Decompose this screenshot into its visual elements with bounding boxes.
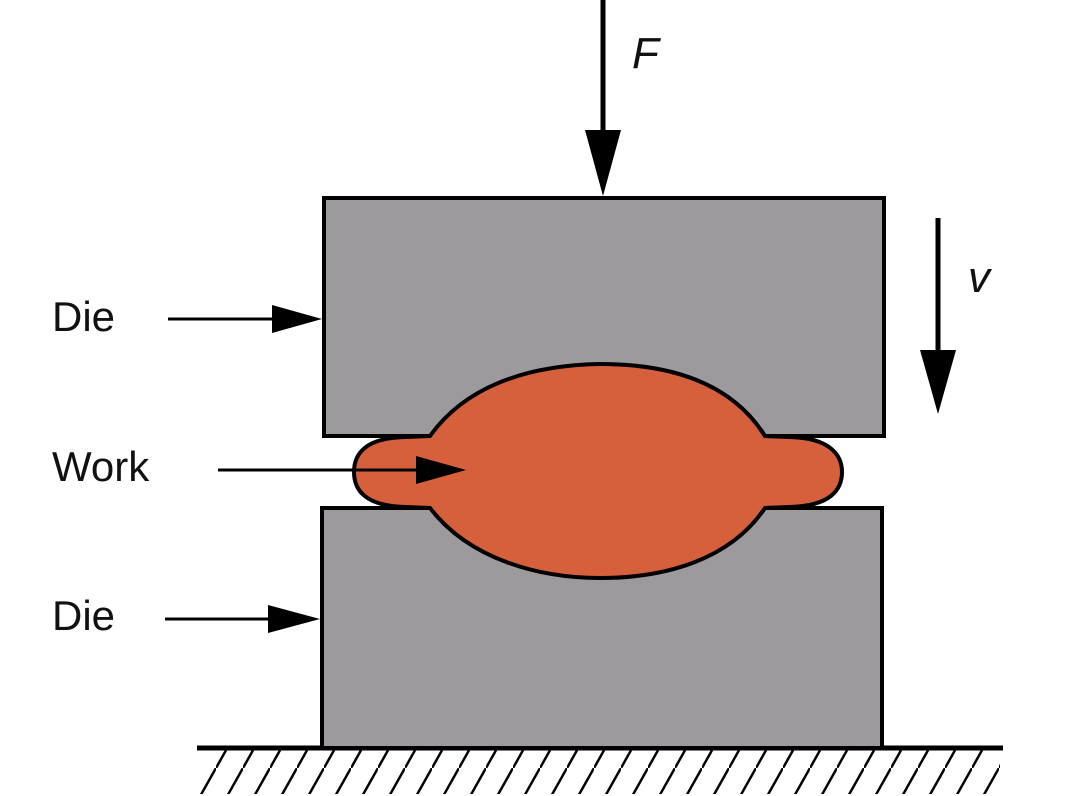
workpiece: [351, 361, 845, 581]
lower-die-label: Die: [52, 592, 115, 639]
force-arrow: [585, 0, 621, 196]
upper-die-pointer-arrow: [168, 305, 322, 333]
lower-die-pointer-arrow: [165, 605, 320, 633]
work-label: Work: [52, 443, 150, 490]
force-label: F: [632, 29, 661, 78]
velocity-label: v: [968, 253, 993, 302]
ground-hatching: [200, 750, 1000, 794]
work-pointer-arrow: [218, 456, 466, 484]
velocity-arrow: [920, 218, 956, 414]
upper-die-label: Die: [52, 293, 115, 340]
